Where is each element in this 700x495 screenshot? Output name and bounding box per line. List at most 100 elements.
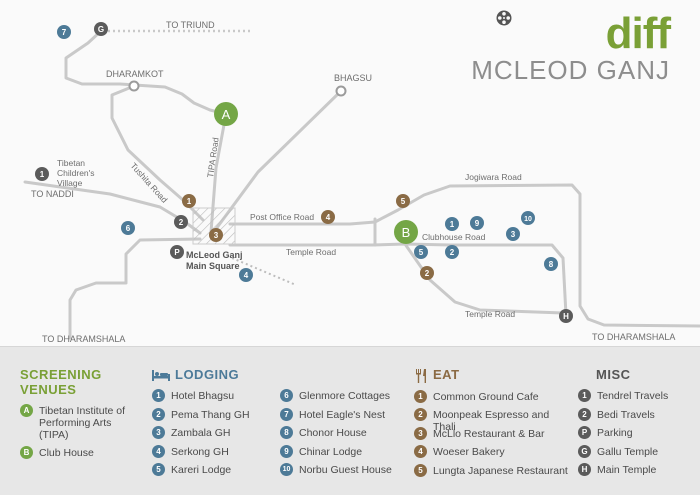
legend-lodging-badge: 8 bbox=[280, 426, 293, 440]
legend-lodging-badge: 4 bbox=[152, 444, 165, 458]
marker-lodging-8[interactable] bbox=[544, 257, 558, 271]
legend-misc-item[interactable]: G Gallu Temple bbox=[578, 444, 693, 465]
legend-lodging-title: LODGING bbox=[152, 367, 402, 382]
marker-lodging-1[interactable] bbox=[445, 217, 459, 231]
legend: SCREENING VENUES A Tibetan Institute of … bbox=[0, 346, 700, 495]
to-dharamshala-right-label: TO DHARAMSHALA bbox=[592, 332, 675, 342]
marker-eat-1[interactable] bbox=[182, 194, 196, 208]
legend-eat-label: Lungta Japanese Restaurant bbox=[433, 464, 568, 477]
legend-lodging-item[interactable]: 2 Pema Thang GH bbox=[152, 407, 280, 428]
marker-eat-2-text: 2 bbox=[425, 269, 430, 278]
legend-lodging-badge: 9 bbox=[280, 444, 293, 458]
legend-lodging-label: Zambala GH bbox=[171, 427, 231, 440]
marker-g-gallu-temple[interactable] bbox=[94, 22, 108, 36]
legend-lodging-item[interactable]: 9 Chinar Lodge bbox=[280, 444, 402, 465]
road-dharamkot-loop bbox=[64, 29, 228, 116]
marker-lodging-1-text: 1 bbox=[450, 220, 455, 229]
legend-lodging-label: Pema Thang GH bbox=[171, 408, 250, 421]
jogiwara-road-label: Jogiwara Road bbox=[465, 172, 522, 182]
marker-eat-2[interactable] bbox=[420, 266, 434, 280]
marker-lodging-6-text: 6 bbox=[126, 224, 131, 233]
marker-eat-1-text: 1 bbox=[187, 197, 192, 206]
legend-venue-b[interactable]: B Club House bbox=[20, 446, 140, 459]
legend-lodging-item[interactable]: 5 Kareri Lodge bbox=[152, 463, 280, 483]
brand-title: MCLEOD GANJ bbox=[471, 55, 670, 85]
legend-lodging-badge: 2 bbox=[152, 407, 165, 421]
marker-lodging-7[interactable] bbox=[57, 25, 71, 39]
tibetan-village-label-2: Children's bbox=[57, 168, 95, 178]
marker-lodging-4[interactable] bbox=[239, 268, 253, 282]
legend-venue-a-label: Tibetan Institute of Performing Arts (TI… bbox=[39, 405, 125, 441]
marker-lodging-3[interactable] bbox=[506, 227, 520, 241]
marker-p-parking[interactable] bbox=[170, 245, 184, 259]
legend-misc-badge: G bbox=[578, 444, 591, 458]
dharamkot-label: DHARAMKOT bbox=[106, 69, 164, 79]
to-triund-label: TO TRIUND bbox=[166, 20, 215, 30]
legend-lodging-badge: 5 bbox=[152, 463, 165, 477]
marker-misc-2[interactable] bbox=[174, 215, 188, 229]
marker-lodging-5-text: 5 bbox=[419, 248, 424, 257]
legend-lodging-label: Chinar Lodge bbox=[299, 445, 363, 458]
venue-marker-a[interactable] bbox=[214, 102, 238, 126]
marker-lodging-9[interactable] bbox=[470, 216, 484, 230]
marker-lodging-3-text: 3 bbox=[511, 230, 516, 239]
legend-lodging-label: Kareri Lodge bbox=[171, 464, 232, 477]
legend-misc-label: Gallu Temple bbox=[597, 445, 659, 458]
marker-h-text: H bbox=[563, 312, 569, 321]
road-temple-south bbox=[403, 242, 565, 315]
marker-lodging-9-text: 9 bbox=[475, 219, 480, 228]
legend-venue-a[interactable]: A Tibetan Institute of Performing Arts (… bbox=[20, 404, 140, 441]
marker-h-main-temple[interactable] bbox=[559, 309, 573, 323]
temple-road-south-label: Temple Road bbox=[465, 309, 515, 319]
marker-lodging-5[interactable] bbox=[414, 245, 428, 259]
marker-eat-5[interactable] bbox=[396, 194, 410, 208]
brand-logo: diff MCLEOD GANJ bbox=[471, 10, 671, 85]
legend-eat-badge: 2 bbox=[414, 408, 427, 422]
marker-lodging-2[interactable] bbox=[445, 245, 459, 259]
marker-eat-3[interactable] bbox=[209, 228, 223, 242]
trail-south-square bbox=[231, 257, 297, 286]
legend-eat-label: McLlo Restaurant & Bar bbox=[433, 427, 545, 440]
venue-marker-b-text: B bbox=[402, 225, 411, 240]
legend-eat-title-text: EAT bbox=[433, 367, 460, 382]
legend-misc-badge: H bbox=[578, 463, 591, 477]
marker-lodging-7-text: 7 bbox=[62, 28, 67, 37]
marker-eat-3-text: 3 bbox=[214, 231, 219, 240]
marker-lodging-10[interactable] bbox=[521, 211, 535, 225]
venue-marker-b[interactable] bbox=[394, 220, 418, 244]
marker-eat-4-text: 4 bbox=[326, 213, 331, 222]
legend-screening-title: SCREENING VENUES bbox=[20, 367, 102, 397]
legend-eat-item[interactable]: 3 McLlo Restaurant & Bar bbox=[414, 426, 574, 447]
legend-lodging-badge: 7 bbox=[280, 407, 293, 421]
marker-lodging-6[interactable] bbox=[121, 221, 135, 235]
marker-eat-4[interactable] bbox=[321, 210, 335, 224]
marker-misc-1[interactable] bbox=[35, 167, 49, 181]
legend-eat-label: Woeser Bakery bbox=[433, 446, 505, 459]
legend-eat-badge: 3 bbox=[414, 426, 427, 440]
bhagsu-dot bbox=[335, 85, 347, 97]
temple-road-west-label: Temple Road bbox=[286, 247, 336, 257]
map-svg: TO TRIUND DHARAMKOT BHAGSU Tibetan Child… bbox=[23, 20, 700, 344]
legend-screening-list: A Tibetan Institute of Performing Arts (… bbox=[20, 404, 140, 459]
road-post-office bbox=[228, 183, 700, 328]
